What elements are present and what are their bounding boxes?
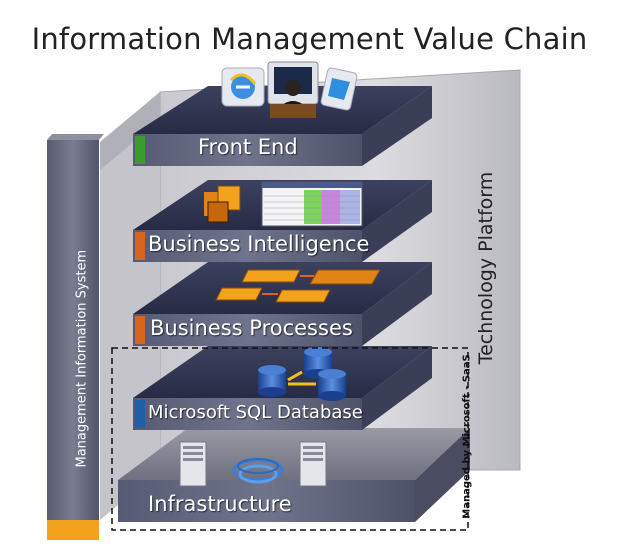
document-icon xyxy=(320,67,358,111)
network-cable-icon xyxy=(232,458,284,484)
layer-label-sql-database: Microsoft SQL Database xyxy=(148,402,363,423)
mis-bar xyxy=(47,134,104,540)
layer-label-business-processes: Business Processes xyxy=(150,316,353,340)
managed-by-label: Managed by Microsoft - SaaS xyxy=(461,354,473,519)
database-icon xyxy=(258,347,346,401)
spreadsheet-icon xyxy=(261,181,363,227)
server-icon xyxy=(299,441,327,487)
mis-label: Management Information System xyxy=(74,249,90,468)
cube-icon xyxy=(204,185,241,223)
process-flow-icon xyxy=(215,269,381,303)
layer-label-front-end: Front End xyxy=(198,135,298,159)
diagram-title: Information Management Value Chain xyxy=(31,22,588,56)
server-icon xyxy=(179,441,207,487)
user-at-monitor-icon xyxy=(267,61,319,118)
managed-boundary xyxy=(111,347,469,531)
sql-database-slab xyxy=(133,346,432,430)
ie-icon xyxy=(221,67,265,107)
layer-label-business-intelligence: Business Intelligence xyxy=(148,232,370,256)
technology-platform-label: Technology Platform xyxy=(475,171,497,365)
layer-label-infrastructure: Infrastructure xyxy=(148,492,292,516)
